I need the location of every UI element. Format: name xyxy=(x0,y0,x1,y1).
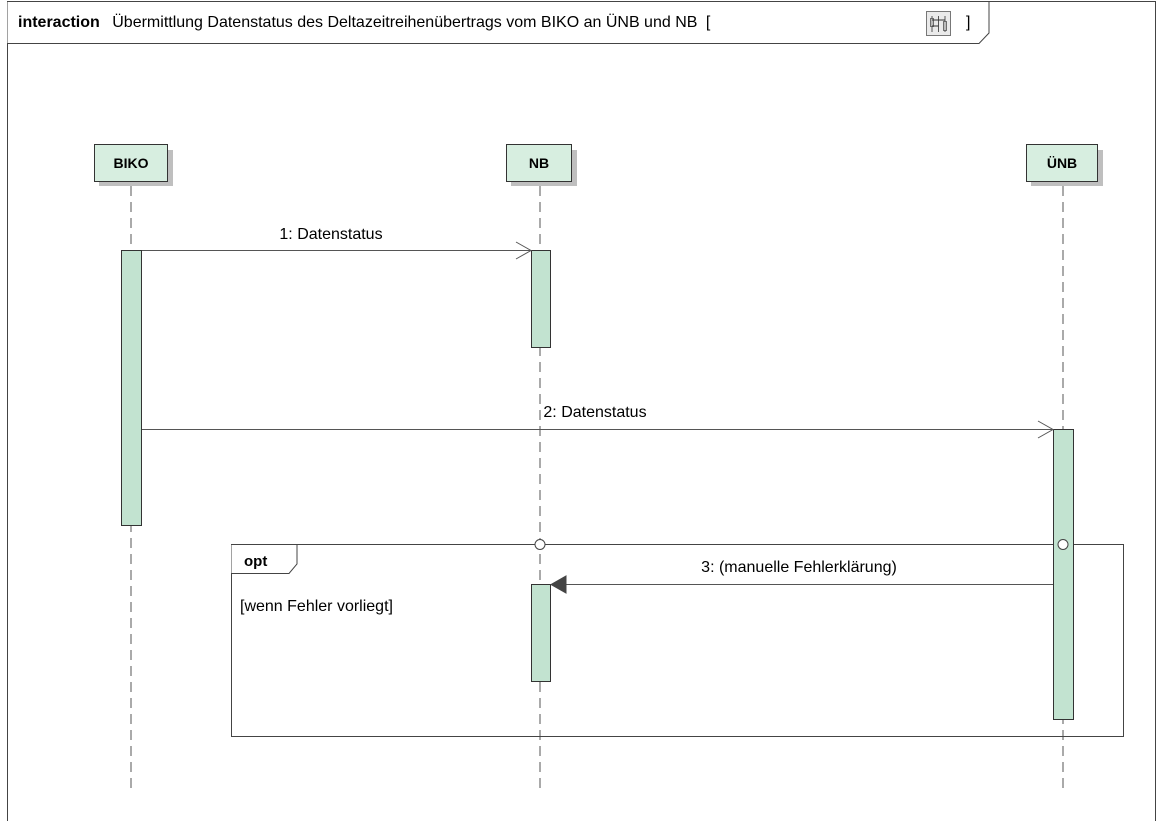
frame-bracket-open: [ xyxy=(706,14,711,31)
lifeline-label-biko: BIKO xyxy=(114,155,149,171)
activation-bar-unb xyxy=(1053,429,1074,720)
lifeline-label-nb: NB xyxy=(529,155,549,171)
frame-name: Übermittlung Datenstatus des Deltazeitre… xyxy=(112,13,697,31)
message-2[interactable]: 2: Datenstatus xyxy=(142,404,1055,439)
lifeline-head-unb[interactable]: ÜNB xyxy=(1026,144,1104,187)
sequence-diagram-icon xyxy=(926,11,951,36)
frame-name-tab xyxy=(7,1,990,44)
lifeline-label-unb: ÜNB xyxy=(1047,155,1077,171)
message-1-label: 1: Datenstatus xyxy=(279,226,382,243)
frame-bracket-close: ] xyxy=(966,14,970,31)
fragment-guard: [wenn Fehler vorliegt] xyxy=(240,598,393,615)
message-2-label: 2: Datenstatus xyxy=(543,404,646,421)
fragment-lifeline-marker-unb xyxy=(1057,539,1069,550)
lifeline-head-nb[interactable]: NB xyxy=(506,144,578,187)
interaction-frame xyxy=(7,1,1156,821)
activation-bar-nb-1 xyxy=(531,250,551,348)
activation-bar-biko xyxy=(121,250,142,526)
activation-bar-nb-2 xyxy=(531,584,551,682)
lifeline-head-biko[interactable]: BIKO xyxy=(94,144,174,187)
message-3-label: 3: (manuelle Fehlerklärung) xyxy=(701,559,897,576)
frame-title: interaction Übermittlung Datenstatus des… xyxy=(18,13,711,31)
message-3[interactable]: 3: (manuelle Fehlerklärung) xyxy=(549,559,1053,594)
frame-keyword: interaction xyxy=(18,14,100,31)
fragment-operator: opt xyxy=(244,553,267,570)
message-1[interactable]: 1: Datenstatus xyxy=(142,226,533,260)
opt-fragment[interactable]: opt [wenn Fehler vorliegt] xyxy=(231,544,1124,737)
fragment-lifeline-marker-nb xyxy=(534,539,546,550)
